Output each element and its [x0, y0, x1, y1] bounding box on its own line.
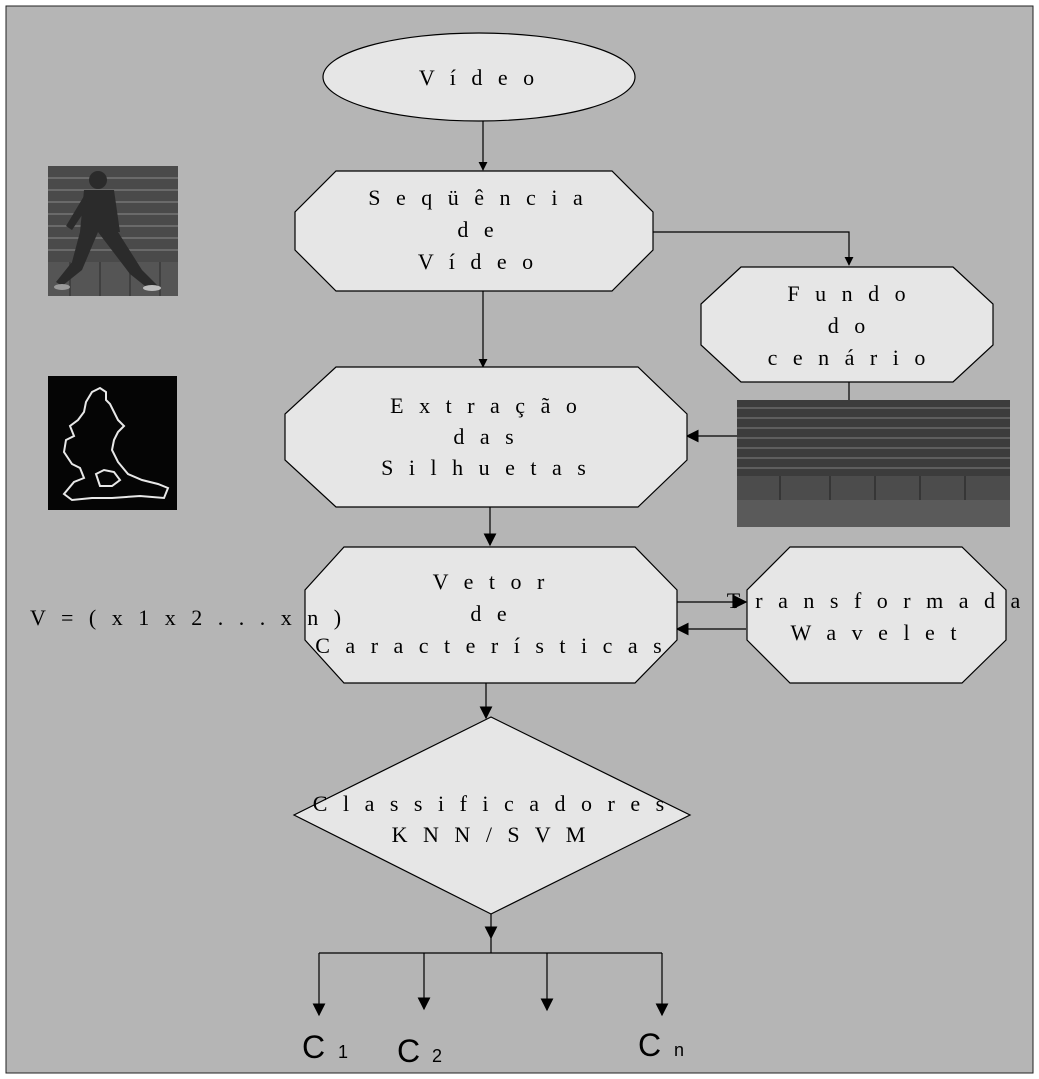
node-sequence-line-3: V í d e o	[418, 249, 538, 274]
node-wavelet-line-2: W a v e l e t	[791, 620, 962, 645]
node-video: V í d e o	[322, 32, 636, 122]
node-background: F u n d o d o c e n á r i o	[700, 266, 994, 383]
output-cn-sub: n	[674, 1040, 684, 1060]
node-wavelet-line-1: T r a n s f o r m a d a	[727, 588, 1026, 613]
background-scene-photo	[737, 400, 1010, 527]
node-classifiers-line-2: K N N / S V M	[392, 822, 591, 847]
node-feature-vector: V e t o r d e C a r a c t e r í s t i c …	[304, 546, 678, 684]
connectors	[312, 120, 854, 1017]
silhouette-contour-image	[48, 376, 177, 510]
node-wavelet: T r a n s f o r m a d a W a v e l e t	[727, 546, 1026, 684]
output-c1-main: C	[302, 1029, 325, 1065]
node-classifiers: C l a s s i f i c a d o r e s K N N / S …	[292, 716, 692, 915]
node-extraction-line-2: d a s	[453, 424, 518, 449]
output-c2: C 2	[397, 1033, 442, 1069]
node-extraction: E x t r a ç ã o d a s S i l h u e t a s	[284, 366, 688, 508]
node-classifiers-line-1: C l a s s i f i c a d o r e s	[313, 791, 669, 816]
node-sequence-line-1: S e q ü ê n c i a	[368, 185, 587, 210]
output-cn: C n	[638, 1027, 684, 1063]
node-background-line-1: F u n d o	[787, 281, 910, 306]
node-sequence: S e q ü ê n c i a d e V í d e o	[294, 170, 654, 292]
node-feature-vector-line-1: V e t o r	[433, 569, 550, 594]
output-cn-main: C	[638, 1027, 661, 1063]
node-extraction-line-3: S i l h u e t a s	[381, 455, 591, 480]
output-c1-sub: 1	[338, 1042, 348, 1062]
output-c2-main: C	[397, 1033, 420, 1069]
node-background-line-2: d o	[828, 313, 871, 338]
node-background-line-3: c e n á r i o	[768, 345, 931, 370]
walking-person-photo	[48, 166, 178, 296]
node-feature-vector-line-3: C a r a c t e r í s t i c a s	[315, 633, 667, 658]
output-c1: C 1	[302, 1029, 348, 1065]
node-extraction-line-1: E x t r a ç ã o	[390, 393, 582, 418]
node-video-label: V í d e o	[419, 65, 539, 90]
vector-formula: V = ( x 1 x 2 . . . x n )	[30, 605, 346, 630]
arrow-sequence-to-background	[652, 231, 854, 266]
node-feature-vector-line-2: d e	[470, 601, 511, 626]
output-c2-sub: 2	[432, 1046, 442, 1066]
node-sequence-line-2: d e	[457, 217, 498, 242]
